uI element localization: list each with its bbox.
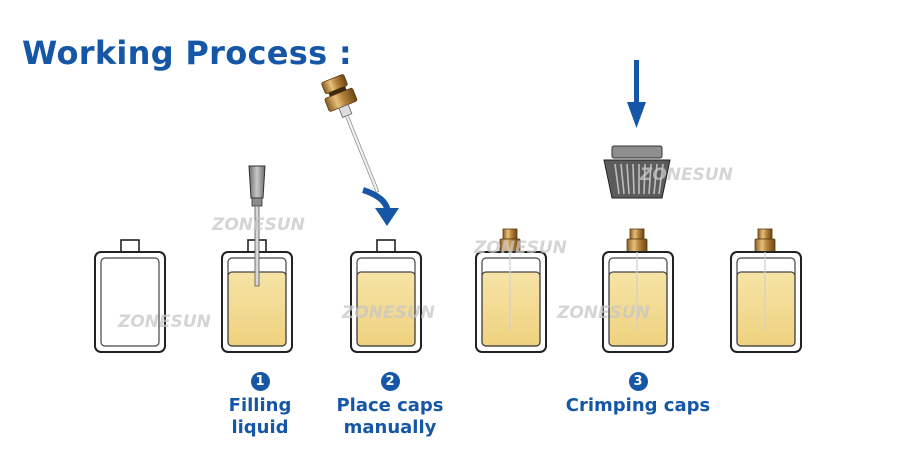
empty-bottle <box>94 239 166 353</box>
filling-nozzle <box>248 165 266 287</box>
step-1-label: 1 Filling liquid <box>212 372 308 439</box>
step-number-badge: 2 <box>380 372 400 391</box>
down-arrow-icon <box>627 60 646 128</box>
step-text: Filling liquid <box>228 395 292 438</box>
watermark: ZONESUN <box>639 165 733 185</box>
filling-bottle <box>221 239 293 353</box>
crimping-head <box>603 145 671 199</box>
crimping-bottle <box>602 228 674 353</box>
step-text: Place caps manually <box>336 395 444 438</box>
watermark: ZONESUN <box>556 303 650 323</box>
watermark: ZONESUN <box>473 238 567 258</box>
finished-bottle <box>730 228 802 353</box>
step-3-label: 3 Crimping caps <box>563 372 713 417</box>
cap-placing-bottle <box>350 239 422 353</box>
page-title: Working Process : <box>22 34 353 72</box>
step-number-badge: 1 <box>250 372 270 391</box>
step-2-label: 2 Place caps manually <box>330 372 450 439</box>
capped-bottle <box>475 228 547 353</box>
step-text: Crimping caps <box>565 395 711 416</box>
arrow-head-icon <box>375 208 399 226</box>
watermark: ZONESUN <box>341 303 435 323</box>
spray-pump-cap <box>321 74 380 193</box>
watermark: ZONESUN <box>211 215 305 235</box>
watermark-group: ZONESUN ZONESUN ZONESUN ZONESUN ZONESUN … <box>117 165 733 332</box>
watermark: ZONESUN <box>117 312 211 332</box>
step-number-badge: 3 <box>628 372 648 391</box>
